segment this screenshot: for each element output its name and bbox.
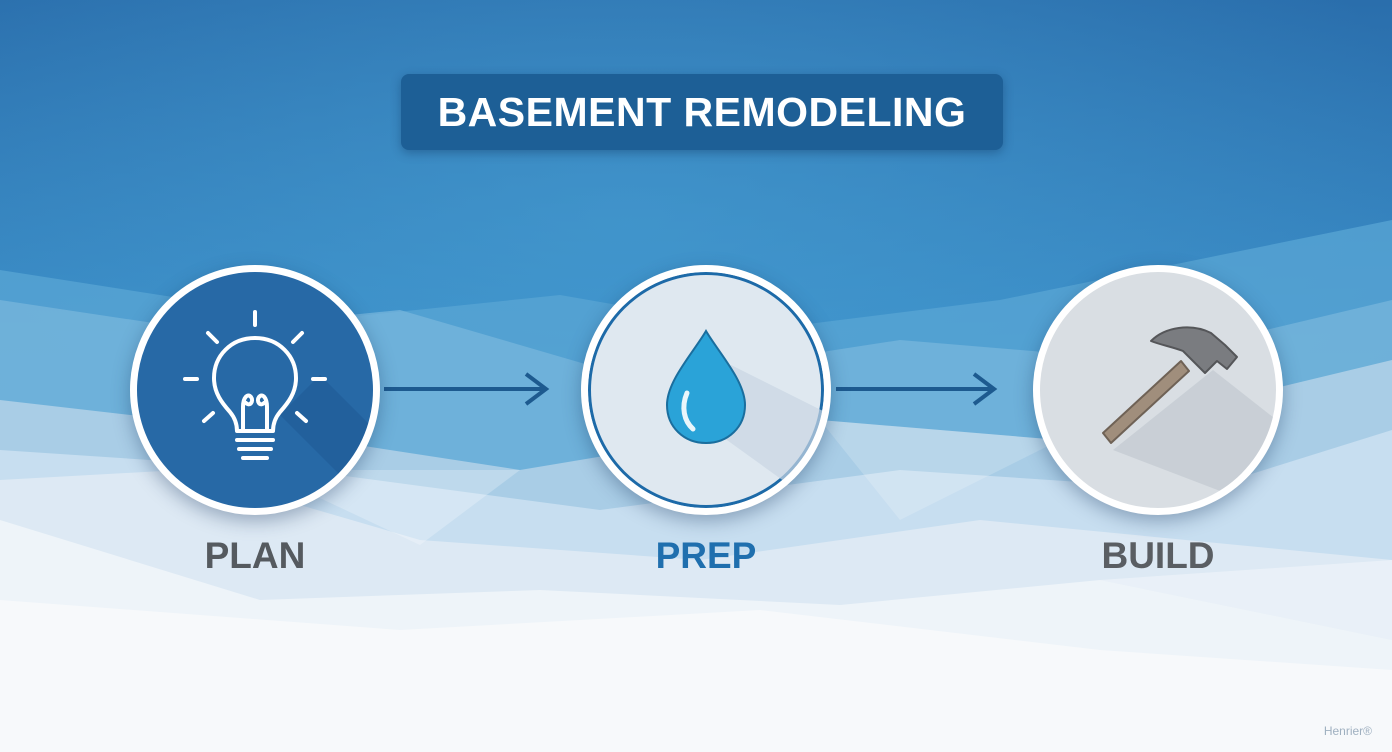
step-label-plan: PLAN bbox=[130, 535, 380, 577]
page-title: BASEMENT REMODELING bbox=[437, 88, 967, 135]
step-plan bbox=[130, 265, 380, 515]
water-drop-icon bbox=[665, 329, 747, 445]
step-build bbox=[1033, 265, 1283, 515]
step-label-prep: PREP bbox=[581, 535, 831, 577]
arrow-prep-to-build bbox=[836, 372, 998, 406]
hammer-icon bbox=[1102, 326, 1238, 444]
plan-disc bbox=[130, 265, 380, 515]
plan-label-text: PLAN bbox=[204, 535, 306, 576]
watermark: Henrier® bbox=[1323, 724, 1372, 738]
arrow-plan-to-prep bbox=[384, 372, 550, 406]
prep-label-text: PREP bbox=[655, 535, 757, 576]
build-label-text: BUILD bbox=[1101, 535, 1215, 576]
step-prep bbox=[581, 265, 831, 515]
step-label-build: BUILD bbox=[1033, 535, 1283, 577]
title-banner: BASEMENT REMODELING bbox=[401, 74, 1003, 150]
lightbulb-icon bbox=[183, 310, 327, 460]
